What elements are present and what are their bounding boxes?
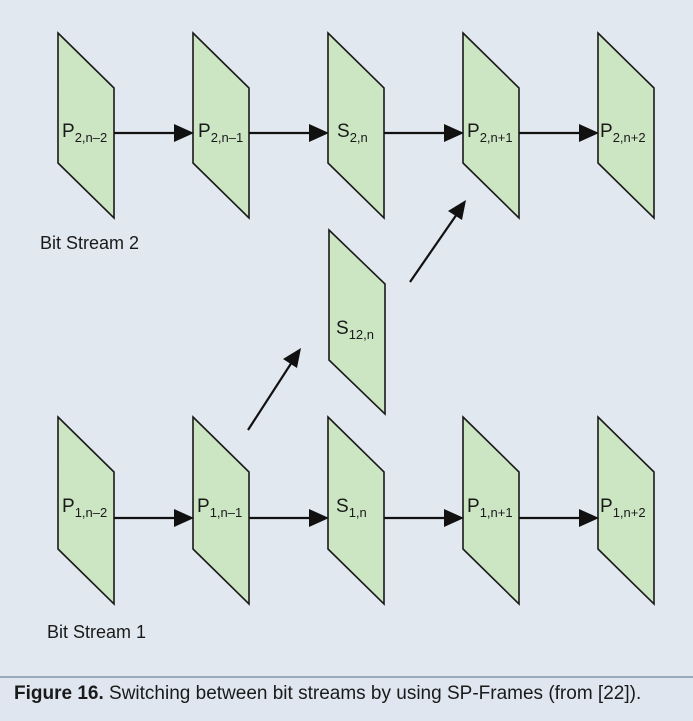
svg-text:P2,n–2: P2,n–2 bbox=[62, 121, 107, 145]
frame-letter: P bbox=[600, 121, 613, 142]
figure-number: Figure 16. bbox=[14, 683, 104, 704]
frame-p2-n-plus-2: P2,n+2 bbox=[597, 31, 655, 220]
frame-subscript: 1,n+1 bbox=[480, 505, 513, 520]
svg-text:P1,n+2: P1,n+2 bbox=[600, 496, 646, 520]
frame-s2-n: S2,n bbox=[327, 31, 385, 220]
arrow-p2nm1-to-s2n bbox=[249, 124, 329, 142]
frame-subscript: 1,n+2 bbox=[613, 505, 646, 520]
frame-subscript: 2,n–2 bbox=[75, 130, 108, 145]
arrow-s12n-to-p2np1 bbox=[409, 200, 466, 283]
frame-p1-n-minus-2: P1,n–2 bbox=[57, 415, 115, 606]
frame-p2-n-minus-2: P2,n–2 bbox=[57, 31, 115, 220]
svg-text:S12,n: S12,n bbox=[336, 318, 374, 342]
frame-subscript: 2,n bbox=[350, 130, 368, 145]
frame-p1-n-plus-1: P1,n+1 bbox=[462, 415, 520, 606]
frame-s1-n: S1,n bbox=[327, 415, 385, 606]
frame-letter: P bbox=[600, 496, 613, 517]
arrow-p2np1-to-p2np2 bbox=[519, 124, 599, 142]
svg-text:P2,n–1: P2,n–1 bbox=[198, 121, 243, 145]
frame-subscript: 2,n+2 bbox=[613, 130, 646, 145]
caption-text: Switching between bit streams by using S… bbox=[103, 683, 642, 704]
svg-text:P1,n–1: P1,n–1 bbox=[197, 496, 242, 520]
frame-subscript: 1,n bbox=[349, 505, 367, 520]
frame-letter: P bbox=[467, 496, 480, 517]
arrow-p2nm2-to-p2nm1 bbox=[114, 124, 194, 142]
svg-text:P1,n+1: P1,n+1 bbox=[467, 496, 513, 520]
bit-stream-2-label: Bit Stream 2 bbox=[40, 233, 139, 253]
svg-text:P2,n+1: P2,n+1 bbox=[467, 121, 513, 145]
frame-p1-n-plus-2: P1,n+2 bbox=[597, 415, 655, 606]
svg-text:S2,n: S2,n bbox=[337, 121, 368, 145]
frame-letter: P bbox=[198, 121, 211, 142]
svg-text:P1,n–2: P1,n–2 bbox=[62, 496, 107, 520]
frame-letter: P bbox=[62, 121, 75, 142]
frame-p2-n-minus-1: P2,n–1 bbox=[192, 31, 250, 220]
bit-stream-1-label: Bit Stream 1 bbox=[47, 622, 146, 642]
frame-s12-n: S12,n bbox=[328, 228, 386, 416]
frame-letter: P bbox=[197, 496, 210, 517]
switching-diagram: P2,n–2 P2,n–1 S2,n P2,n+1 P2,n+2 S12,n P… bbox=[40, 31, 655, 642]
arrow-s1n-to-p1np1 bbox=[384, 509, 464, 527]
frame-p1-n-minus-1: P1,n–1 bbox=[192, 415, 250, 606]
svg-text:P2,n+2: P2,n+2 bbox=[600, 121, 646, 145]
arrow-s2n-to-p2np1 bbox=[384, 124, 464, 142]
frame-subscript: 1,n–2 bbox=[75, 505, 108, 520]
frame-letter: S bbox=[337, 121, 350, 142]
arrow-p1nm1-to-s1n bbox=[249, 509, 329, 527]
frame-letter: P bbox=[467, 121, 480, 142]
svg-text:S1,n: S1,n bbox=[336, 496, 367, 520]
frame-letter: P bbox=[62, 496, 75, 517]
arrow-p1nm2-to-p1nm1 bbox=[114, 509, 194, 527]
figure-caption: Figure 16. Switching between bit streams… bbox=[0, 676, 693, 721]
frame-p2-n-plus-1: P2,n+1 bbox=[462, 31, 520, 220]
frame-letter: S bbox=[336, 318, 349, 339]
frame-subscript: 12,n bbox=[349, 327, 374, 342]
frame-subscript: 2,n–1 bbox=[211, 130, 244, 145]
frame-letter: S bbox=[336, 496, 349, 517]
arrow-p1nm1-to-s12n bbox=[247, 348, 301, 431]
frame-subscript: 2,n+1 bbox=[480, 130, 513, 145]
arrow-p1np1-to-p1np2 bbox=[519, 509, 599, 527]
frame-subscript: 1,n–1 bbox=[210, 505, 243, 520]
